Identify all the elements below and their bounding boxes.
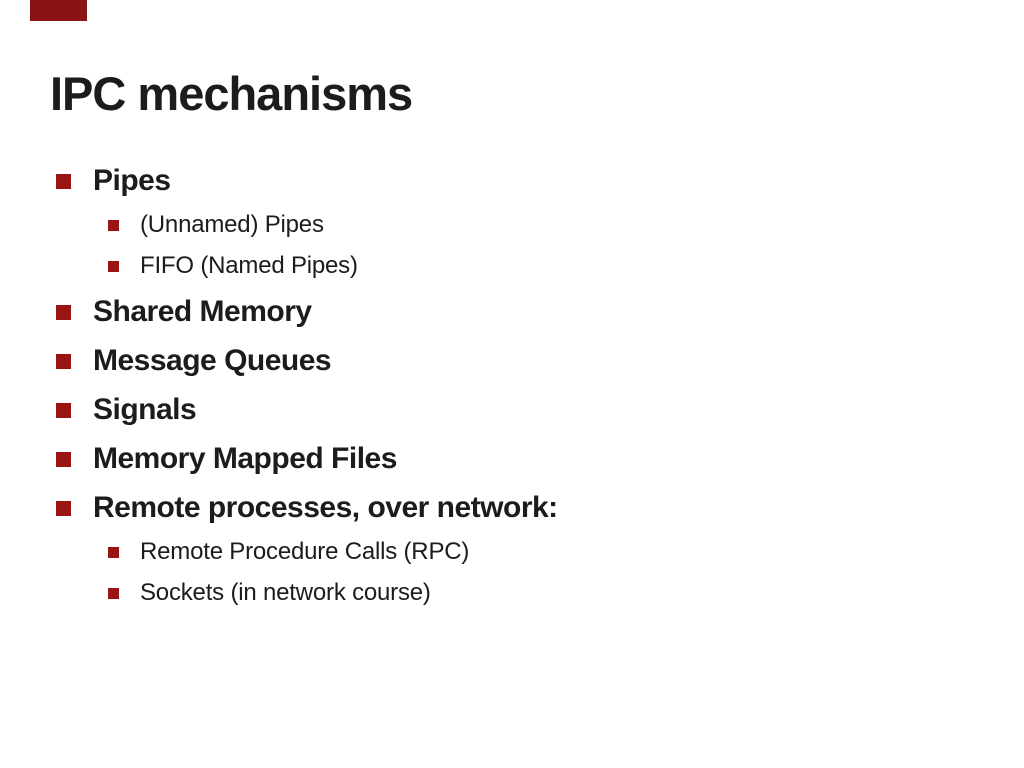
list-item: Remote processes, over network: — [56, 487, 558, 529]
list-item-label: Shared Memory — [93, 295, 312, 328]
list-item-label: Memory Mapped Files — [93, 442, 397, 475]
bullet-square-icon — [56, 500, 71, 516]
bullet-square-icon — [56, 173, 71, 189]
list-item-label: (Unnamed) Pipes — [140, 211, 324, 238]
list-item-label: Remote Procedure Calls (RPC) — [140, 538, 470, 565]
page-title: IPC mechanisms — [50, 67, 413, 120]
list-item-label: Signals — [93, 393, 197, 426]
list-item: Message Queues — [56, 340, 332, 382]
list-item-label: Sockets (in network course) — [140, 579, 431, 606]
corner-accent-mark — [30, 0, 87, 21]
bullet-square-icon — [56, 304, 71, 320]
bullet-square-icon — [56, 402, 71, 418]
list-item-label: FIFO (Named Pipes) — [140, 252, 358, 279]
list-item: Sockets (in network course) — [108, 573, 431, 613]
bullet-square-icon — [56, 353, 71, 369]
list-item-label: Message Queues — [93, 344, 332, 377]
list-item-label: Remote processes, over network: — [93, 491, 558, 524]
list-item: Pipes — [56, 160, 171, 202]
list-item: (Unnamed) Pipes — [108, 205, 324, 245]
list-item: Signals — [56, 389, 197, 431]
bullet-square-icon — [108, 546, 119, 558]
bullet-square-icon — [56, 451, 71, 467]
list-item: Memory Mapped Files — [56, 438, 397, 480]
list-item-label: Pipes — [93, 164, 171, 197]
list-item: FIFO (Named Pipes) — [108, 246, 358, 286]
list-item: Remote Procedure Calls (RPC) — [108, 532, 469, 572]
bullet-square-icon — [108, 219, 119, 231]
bullet-square-icon — [108, 587, 119, 599]
list-item: Shared Memory — [56, 291, 312, 333]
bullet-square-icon — [108, 260, 119, 272]
